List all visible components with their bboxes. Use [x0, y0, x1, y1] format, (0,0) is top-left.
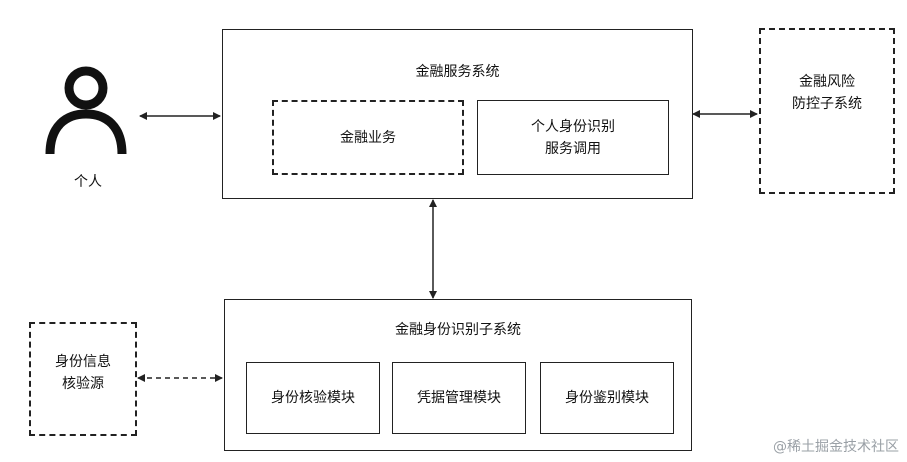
module-identity-verification: 身份核验模块 [246, 362, 380, 434]
risk-control-label: 金融风险 防控子系统 [761, 71, 893, 115]
module-identity-authentication: 身份鉴别模块 [540, 362, 674, 434]
module-credential-management: 凭据管理模块 [392, 362, 526, 434]
module-identity-authentication-label: 身份鉴别模块 [565, 390, 649, 406]
financial-service-system-title: 金融服务系统 [415, 64, 500, 80]
risk-control-subsystem: 金融风险 防控子系统 [759, 28, 895, 194]
verification-source-label: 身份信息 核验源 [31, 351, 135, 395]
financial-business-box: 金融业务 [272, 100, 464, 175]
financial-business-label: 金融业务 [340, 129, 396, 146]
verification-source-box: 身份信息 核验源 [29, 322, 137, 436]
identity-call-box: 个人身份识别 服务调用 [477, 100, 669, 175]
identity-call-line1: 个人身份识别 [531, 118, 615, 135]
identity-subsystem-title: 金融身份识别子系统 [395, 322, 521, 338]
watermark: @稀土掘金技术社区 [773, 439, 899, 455]
identity-call-line2: 服务调用 [545, 140, 601, 157]
person-icon [45, 66, 127, 155]
identity-call-label: 个人身份识别 服务调用 [478, 116, 668, 160]
verification-source-line2: 核验源 [62, 376, 104, 392]
person-figure [38, 62, 134, 158]
module-identity-verification-label: 身份核验模块 [271, 390, 355, 406]
module-credential-management-label: 凭据管理模块 [417, 390, 501, 406]
person-label: 个人 [74, 174, 102, 190]
verification-source-line1: 身份信息 [55, 354, 111, 370]
risk-control-line1: 金融风险 [799, 74, 855, 90]
risk-control-line2: 防控子系统 [792, 96, 862, 112]
